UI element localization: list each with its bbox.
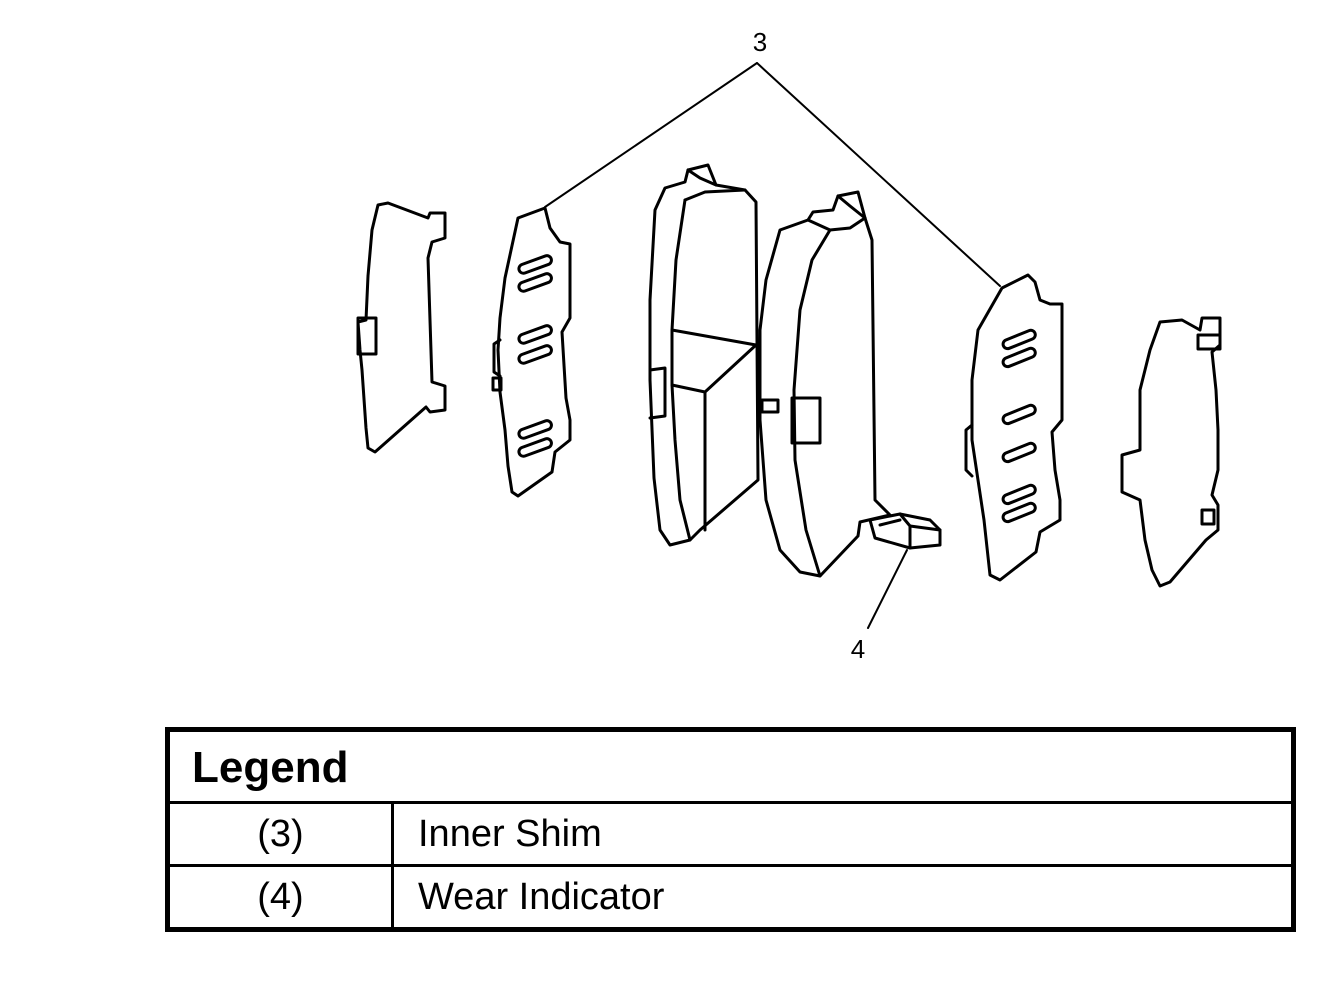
legend-row: (3) Inner Shim (170, 804, 1291, 867)
legend-table: Legend (3) Inner Shim (4) Wear Indicator (165, 727, 1296, 932)
legend-description: Inner Shim (418, 813, 602, 855)
legend-description: Wear Indicator (418, 876, 665, 918)
outer-shim-left (356, 201, 447, 454)
callout-4: 4 (851, 634, 865, 664)
legend-row: (4) Wear Indicator (170, 867, 1291, 927)
wear-indicator (868, 512, 942, 550)
leader-lines (544, 62, 1001, 629)
legend-number: (3) (170, 804, 394, 864)
shim-slots-left (517, 254, 553, 458)
legend-title: Legend (170, 732, 1291, 804)
inner-shim-right (964, 273, 1064, 582)
brake-pad-exploded-diagram: 3 4 (356, 27, 1222, 664)
outer-shim-right (1120, 316, 1222, 588)
callout-3: 3 (753, 27, 767, 57)
brake-pad-outer (648, 163, 760, 547)
shim-slots-right (1001, 328, 1037, 524)
legend-number: (4) (170, 867, 394, 927)
inner-shim-left (491, 206, 572, 498)
